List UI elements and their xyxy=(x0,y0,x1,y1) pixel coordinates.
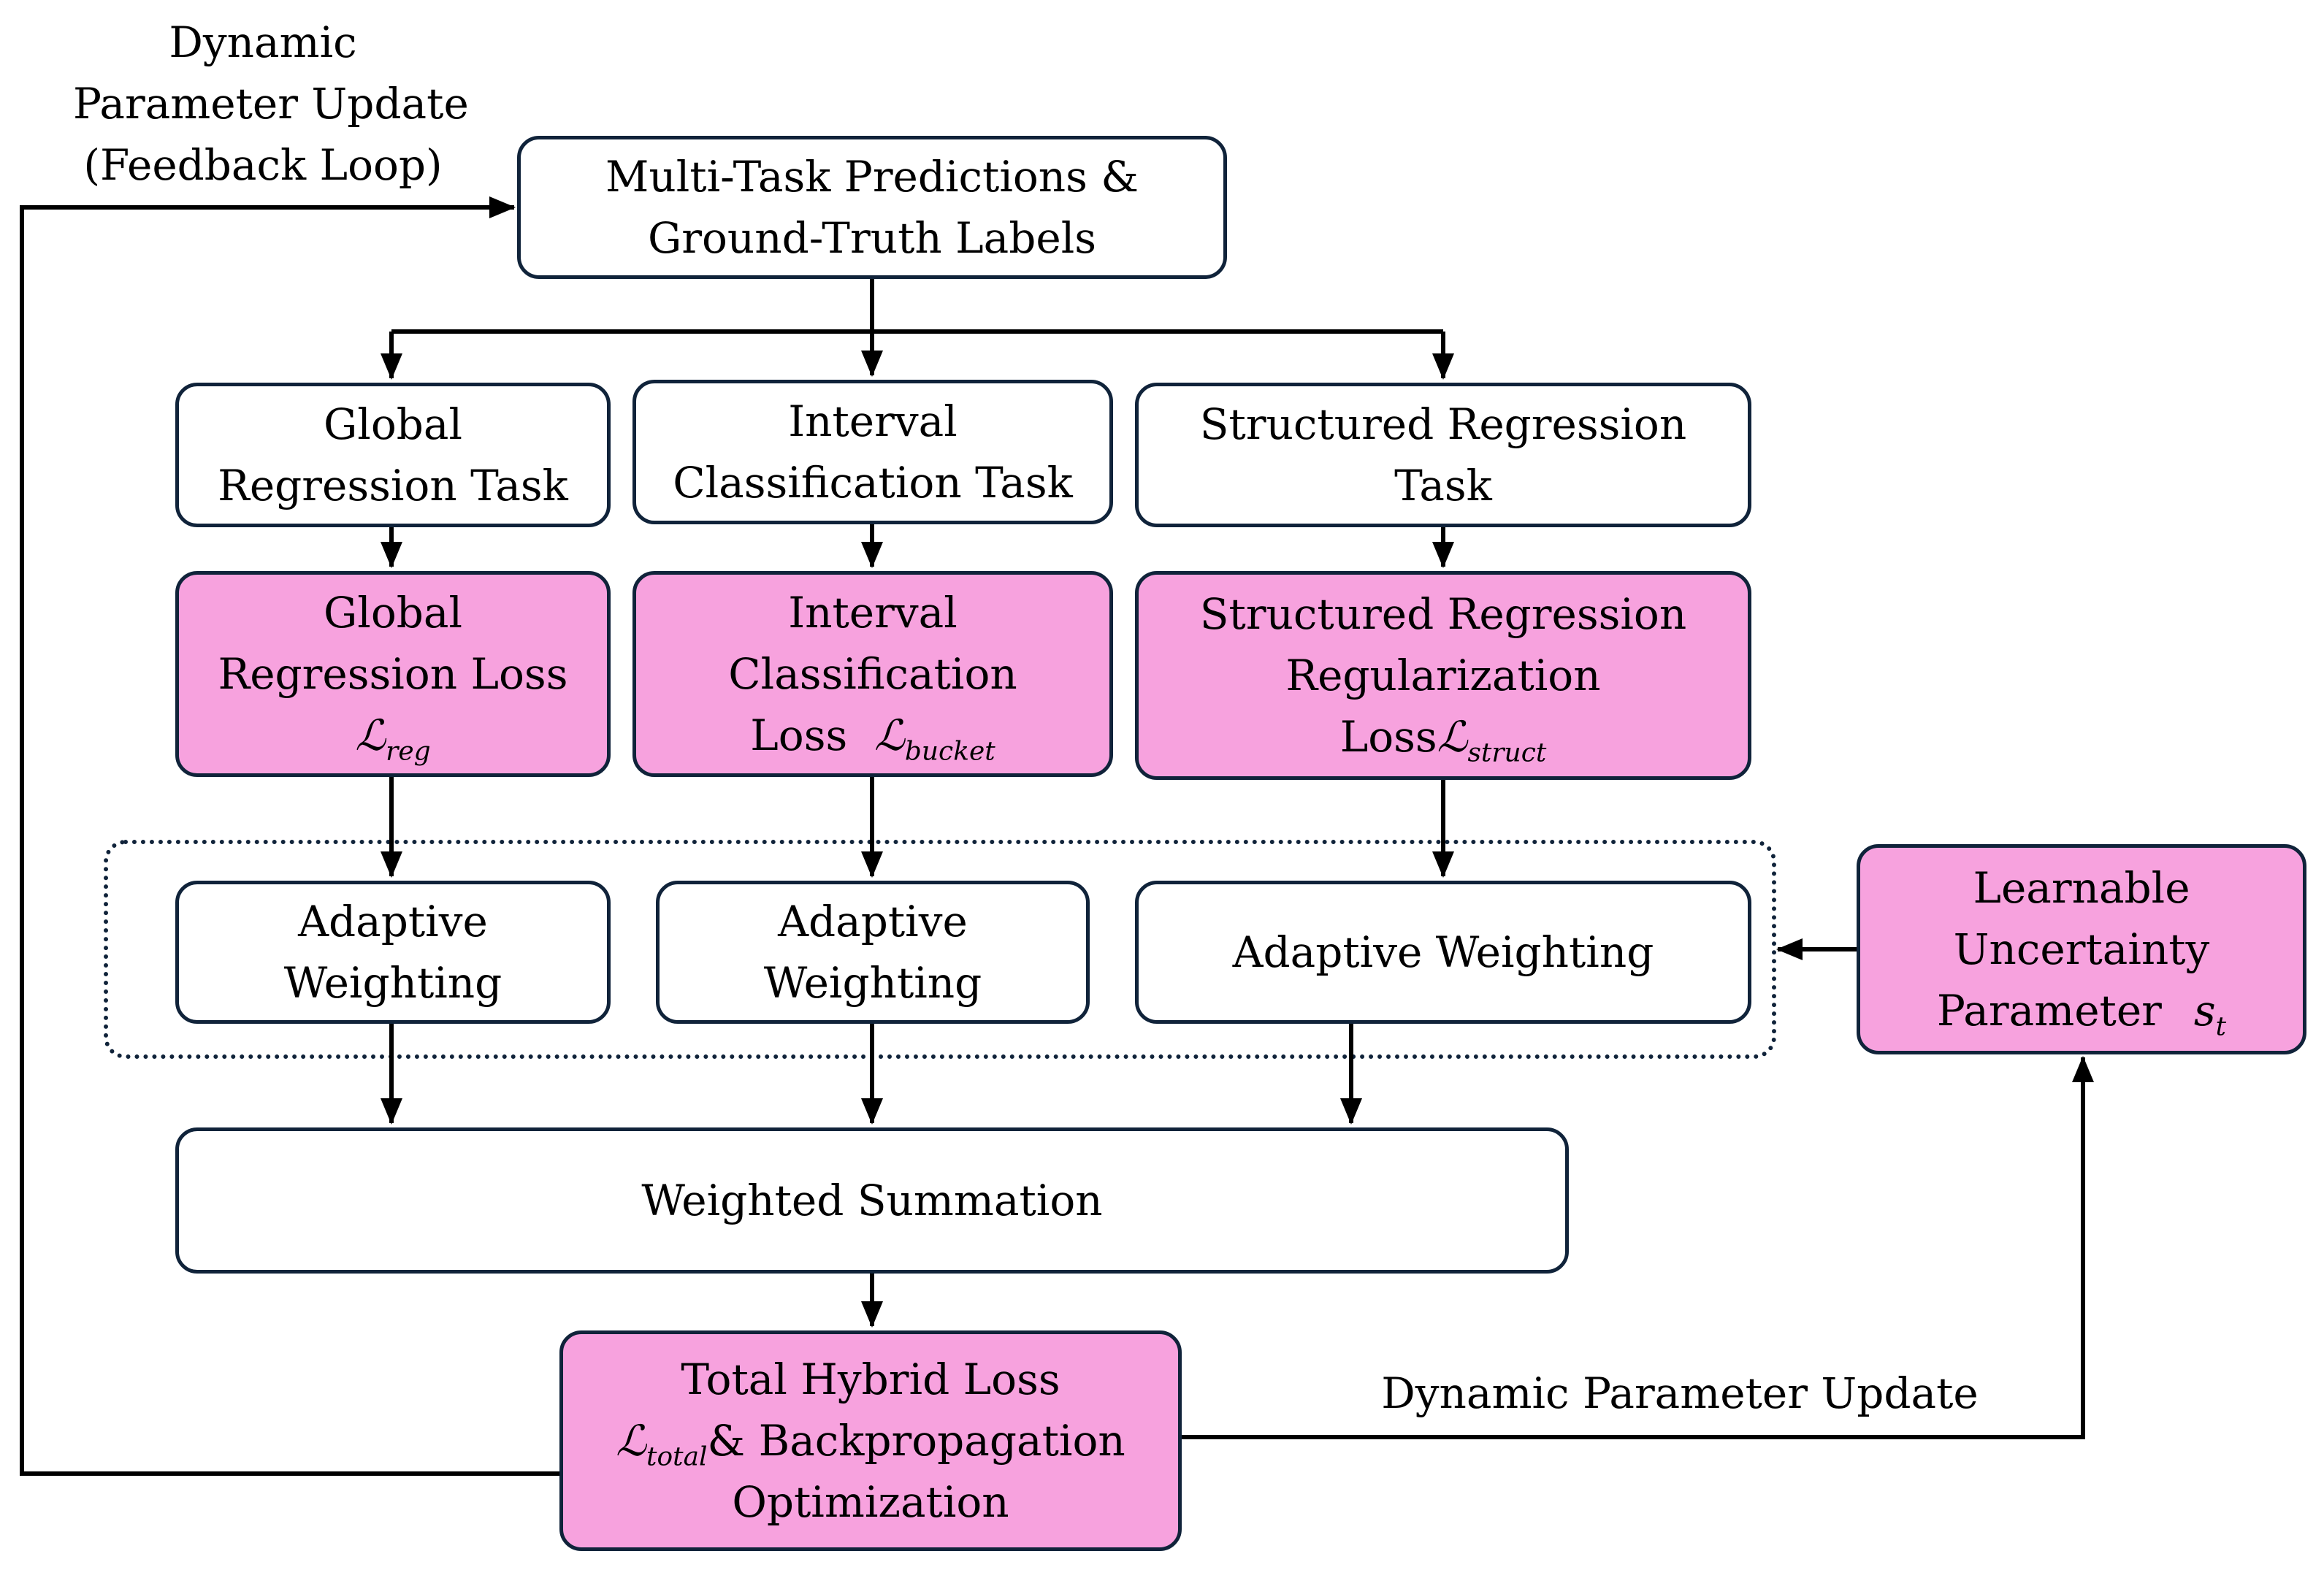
total-hybrid-loss-box: Total Hybrid Loss ℒtotal& Backpropagatio… xyxy=(559,1330,1182,1551)
script-l-symbol: ℒ xyxy=(874,711,905,760)
task-label-line1: Structured Regression xyxy=(1199,399,1687,449)
weighting-label-line2: Weighting xyxy=(763,958,982,1008)
loss-symbol: ℒstruct xyxy=(1437,712,1547,766)
total-loss-symbol: ℒtotal xyxy=(616,1416,707,1470)
arrow-feedback-loop xyxy=(20,196,559,1476)
loss-prefix: Loss xyxy=(1339,712,1437,762)
loss-subscript: struct xyxy=(1467,738,1547,768)
loss-label-line2: Classification xyxy=(728,649,1017,699)
task-label-line2: Task xyxy=(1394,461,1492,510)
dynamic-update-label: Dynamic Parameter Update xyxy=(1381,1368,1979,1418)
global-regression-loss-box: Global Regression Loss ℒreg xyxy=(175,571,611,777)
learnable-uncertainty-box: Learnable Uncertainty Parameter st xyxy=(1857,844,2306,1054)
loss-label-line2: Regression Loss xyxy=(218,649,568,699)
structured-regression-loss-box: Structured Regression Regularization Los… xyxy=(1135,571,1751,780)
weighting-label-line1: Adaptive xyxy=(778,897,968,946)
summation-label: Weighted Summation xyxy=(641,1176,1103,1225)
task-label-line2: Classification Task xyxy=(673,458,1073,508)
loss-subscript: bucket xyxy=(904,736,995,767)
loss-subscript: reg xyxy=(386,736,431,767)
loss-label-line1: Global xyxy=(323,588,463,637)
adaptive-weighting-box-structured: Adaptive Weighting xyxy=(1135,881,1751,1024)
uncertainty-symbol: st xyxy=(2193,986,2226,1040)
weighting-label-line1: Adaptive Weighting xyxy=(1232,927,1654,977)
uncertainty-param-text: Parameter xyxy=(1936,986,2162,1035)
total-subscript: total xyxy=(646,1441,708,1472)
total-line2-rest: & Backpropagation xyxy=(707,1416,1125,1466)
weighting-label-line2: Weighting xyxy=(283,958,502,1008)
loss-label-line2: Regularization xyxy=(1285,651,1601,700)
weighting-label-line1: Adaptive xyxy=(298,897,488,946)
feedback-label-line1: Dynamic xyxy=(169,18,357,67)
weighted-summation-box: Weighted Summation xyxy=(175,1127,1569,1274)
loss-label-line1: Structured Regression xyxy=(1199,589,1687,639)
total-line3: Optimization xyxy=(732,1477,1009,1527)
task-label-line1: Global xyxy=(323,399,463,449)
global-regression-task-box: Global Regression Task xyxy=(175,383,611,527)
task-label-line1: Interval xyxy=(788,397,957,446)
predictions-labels-box: Multi-Task Predictions & Ground-Truth La… xyxy=(517,136,1227,279)
predictions-line2: Ground-Truth Labels xyxy=(647,213,1097,263)
loss-symbol: ℒreg xyxy=(355,711,430,765)
loss-symbol-line: Loss ℒbucket xyxy=(750,705,995,766)
uncertainty-line1: Learnable xyxy=(1973,863,2190,913)
total-line2: ℒtotal& Backpropagation xyxy=(616,1410,1125,1471)
loss-symbol-line: ℒreg xyxy=(355,705,430,766)
arrow-dynamic-update xyxy=(1182,1056,2094,1439)
feedback-loop-label: Dynamic Parameter Update (Feedback Loop) xyxy=(73,12,469,196)
s-symbol: s xyxy=(2193,986,2216,1035)
uncertainty-line3: Parameter st xyxy=(1937,980,2226,1041)
predictions-line1: Multi-Task Predictions & xyxy=(605,152,1139,202)
script-l-symbol: ℒ xyxy=(616,1416,647,1466)
s-subscript: t xyxy=(2215,1011,2227,1042)
feedback-label-line3: (Feedback Loop) xyxy=(83,140,443,190)
feedback-label-line2: Parameter Update xyxy=(73,79,469,129)
adaptive-weighting-group xyxy=(104,840,1776,1059)
adaptive-weighting-box-global: Adaptive Weighting xyxy=(175,881,611,1024)
total-line1: Total Hybrid Loss xyxy=(681,1355,1060,1404)
uncertainty-line2: Uncertainty xyxy=(1953,924,2210,974)
loss-prefix: Loss xyxy=(750,711,875,760)
adaptive-weighting-box-interval: Adaptive Weighting xyxy=(656,881,1090,1024)
task-label-line2: Regression Task xyxy=(218,461,568,510)
script-l-symbol: ℒ xyxy=(355,711,386,760)
loss-symbol-line: Lossℒstruct xyxy=(1340,706,1547,767)
interval-classification-loss-box: Interval Classification Loss ℒbucket xyxy=(632,571,1113,777)
structured-regression-task-box: Structured Regression Task xyxy=(1135,383,1751,527)
loss-label-line1: Interval xyxy=(788,588,957,637)
interval-classification-task-box: Interval Classification Task xyxy=(632,380,1113,524)
loss-symbol: ℒbucket xyxy=(874,711,995,765)
script-l-symbol: ℒ xyxy=(1437,712,1468,762)
